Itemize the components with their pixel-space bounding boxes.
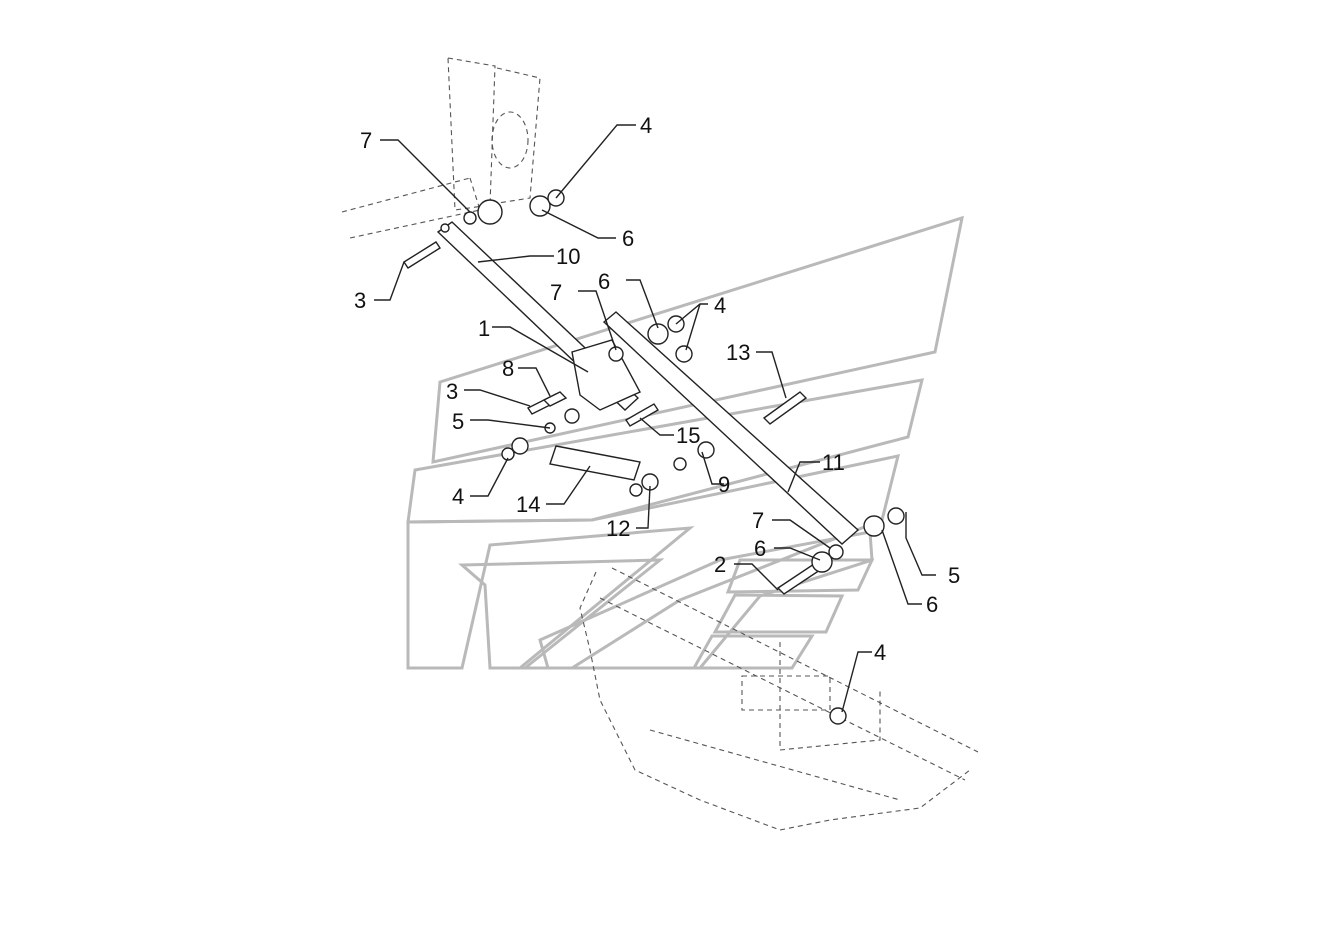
callout-6-mid: 6	[598, 269, 610, 294]
part-15-bolt	[625, 403, 659, 427]
callout-4-mid: 4	[714, 293, 726, 318]
part-3-top-bolt	[403, 241, 441, 269]
callout-7-lower: 7	[752, 508, 764, 533]
callout-5-left: 5	[452, 409, 464, 434]
part-13-bolt	[762, 391, 808, 425]
upper-tube-outline	[341, 177, 481, 239]
callout-4-left: 4	[452, 484, 464, 509]
callout-13: 13	[726, 340, 750, 365]
leader-lines	[374, 124, 936, 713]
callout-labels: 7 4 6 10 3 6 7 4 1 13 8 3 5 15 11 9 4 14…	[354, 113, 960, 665]
callout-7-mid: 7	[550, 280, 562, 305]
callout-3-top: 3	[354, 288, 366, 313]
upper-pivot-outline	[491, 111, 529, 169]
linkage-parts	[403, 189, 905, 725]
lower-clamp-outline	[741, 675, 831, 711]
logo-small-bar-2	[712, 593, 845, 634]
callout-15: 15	[676, 423, 700, 448]
context-outlines	[341, 57, 979, 831]
logo-stripe-mid	[406, 378, 925, 524]
part-1-bracket	[571, 339, 641, 411]
callout-14: 14	[516, 492, 540, 517]
callout-2: 2	[714, 552, 726, 577]
callout-5-right: 5	[948, 563, 960, 588]
callout-1: 1	[478, 316, 490, 341]
callout-4-top: 4	[640, 113, 652, 138]
callout-7-top: 7	[360, 128, 372, 153]
hardware-washers-nuts	[463, 189, 905, 725]
logo-large-f	[406, 454, 901, 670]
callout-8: 8	[502, 356, 514, 381]
part-14-spring	[549, 445, 641, 481]
part-10-hole	[440, 223, 450, 233]
callout-6-top: 6	[622, 226, 634, 251]
callout-3-mid: 3	[446, 379, 458, 404]
callout-12: 12	[606, 516, 630, 541]
logo-chevron	[538, 530, 874, 670]
callout-11: 11	[822, 450, 845, 475]
lower-rail-outline	[599, 567, 979, 781]
part-8-bolt	[542, 391, 568, 407]
logo-inner-f	[458, 558, 665, 670]
lower-body-outline	[579, 571, 971, 831]
callout-4-bottom: 4	[874, 640, 886, 665]
logo-stripe-top	[431, 215, 964, 464]
logo-small-bar-3	[691, 634, 815, 670]
callout-10: 10	[556, 244, 580, 269]
callout-9: 9	[718, 472, 730, 497]
callout-6-right: 6	[926, 592, 938, 617]
upper-frame-outline	[447, 57, 541, 211]
part-11-arm	[602, 311, 860, 545]
callout-6-lower: 6	[754, 536, 766, 561]
